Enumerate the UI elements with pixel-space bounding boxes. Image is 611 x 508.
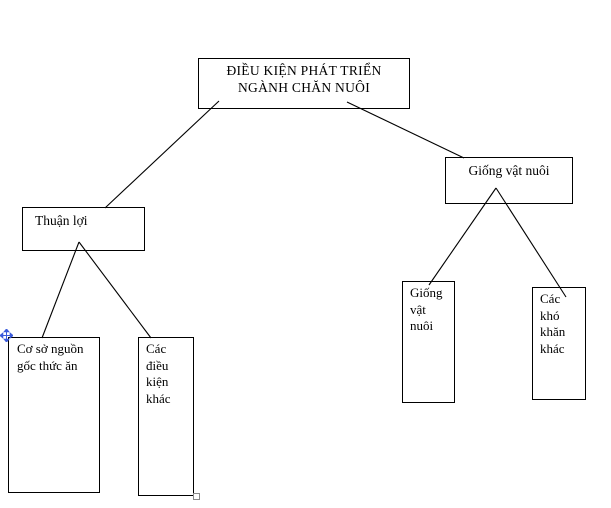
move-cursor-icon bbox=[0, 329, 13, 342]
node-giong-vat-nuoi-label: Giống vật nuôi bbox=[468, 163, 550, 178]
node-giong-vat-nuoi-leaf[interactable]: Giống vật nuôi bbox=[402, 281, 455, 403]
node-co-so-nguon-goc-thuc-an[interactable]: Cơ sở nguồn gốc thức ăn bbox=[8, 337, 100, 493]
node-root[interactable]: ĐIỀU KIỆN PHÁT TRIỂN NGÀNH CHĂN NUÔI bbox=[198, 58, 410, 109]
connector-root-to-giong-vat-nuoi bbox=[346, 101, 465, 159]
node-thuan-loi-label: Thuận lợi bbox=[35, 213, 88, 228]
node-cac-kho-khan-khac[interactable]: Các khó khăn khác bbox=[532, 287, 586, 400]
connector-giong-to-cac-kho-khan bbox=[495, 187, 567, 298]
node-co-so-nguon-goc-thuc-an-label: Cơ sở nguồn gốc thức ăn bbox=[17, 341, 84, 373]
node-giong-vat-nuoi-leaf-label: Giống vật nuôi bbox=[410, 285, 443, 334]
node-cac-dieu-kien-khac-label: Các điều kiện khác bbox=[146, 341, 171, 406]
node-cac-kho-khan-khac-label: Các khó khăn khác bbox=[540, 291, 566, 356]
connector-thuan-loi-to-cac-dieu-kien bbox=[78, 241, 152, 339]
connector-root-to-thuan-loi bbox=[104, 100, 220, 209]
node-cac-dieu-kien-khac[interactable]: Các điều kiện khác bbox=[138, 337, 194, 496]
connector-thuan-loi-to-co-so bbox=[41, 241, 80, 339]
node-giong-vat-nuoi[interactable]: Giống vật nuôi bbox=[445, 157, 573, 204]
node-root-label: ĐIỀU KIỆN PHÁT TRIỂN NGÀNH CHĂN NUÔI bbox=[226, 63, 382, 96]
resize-handle[interactable] bbox=[193, 493, 200, 500]
node-thuan-loi[interactable]: Thuận lợi bbox=[22, 207, 145, 251]
